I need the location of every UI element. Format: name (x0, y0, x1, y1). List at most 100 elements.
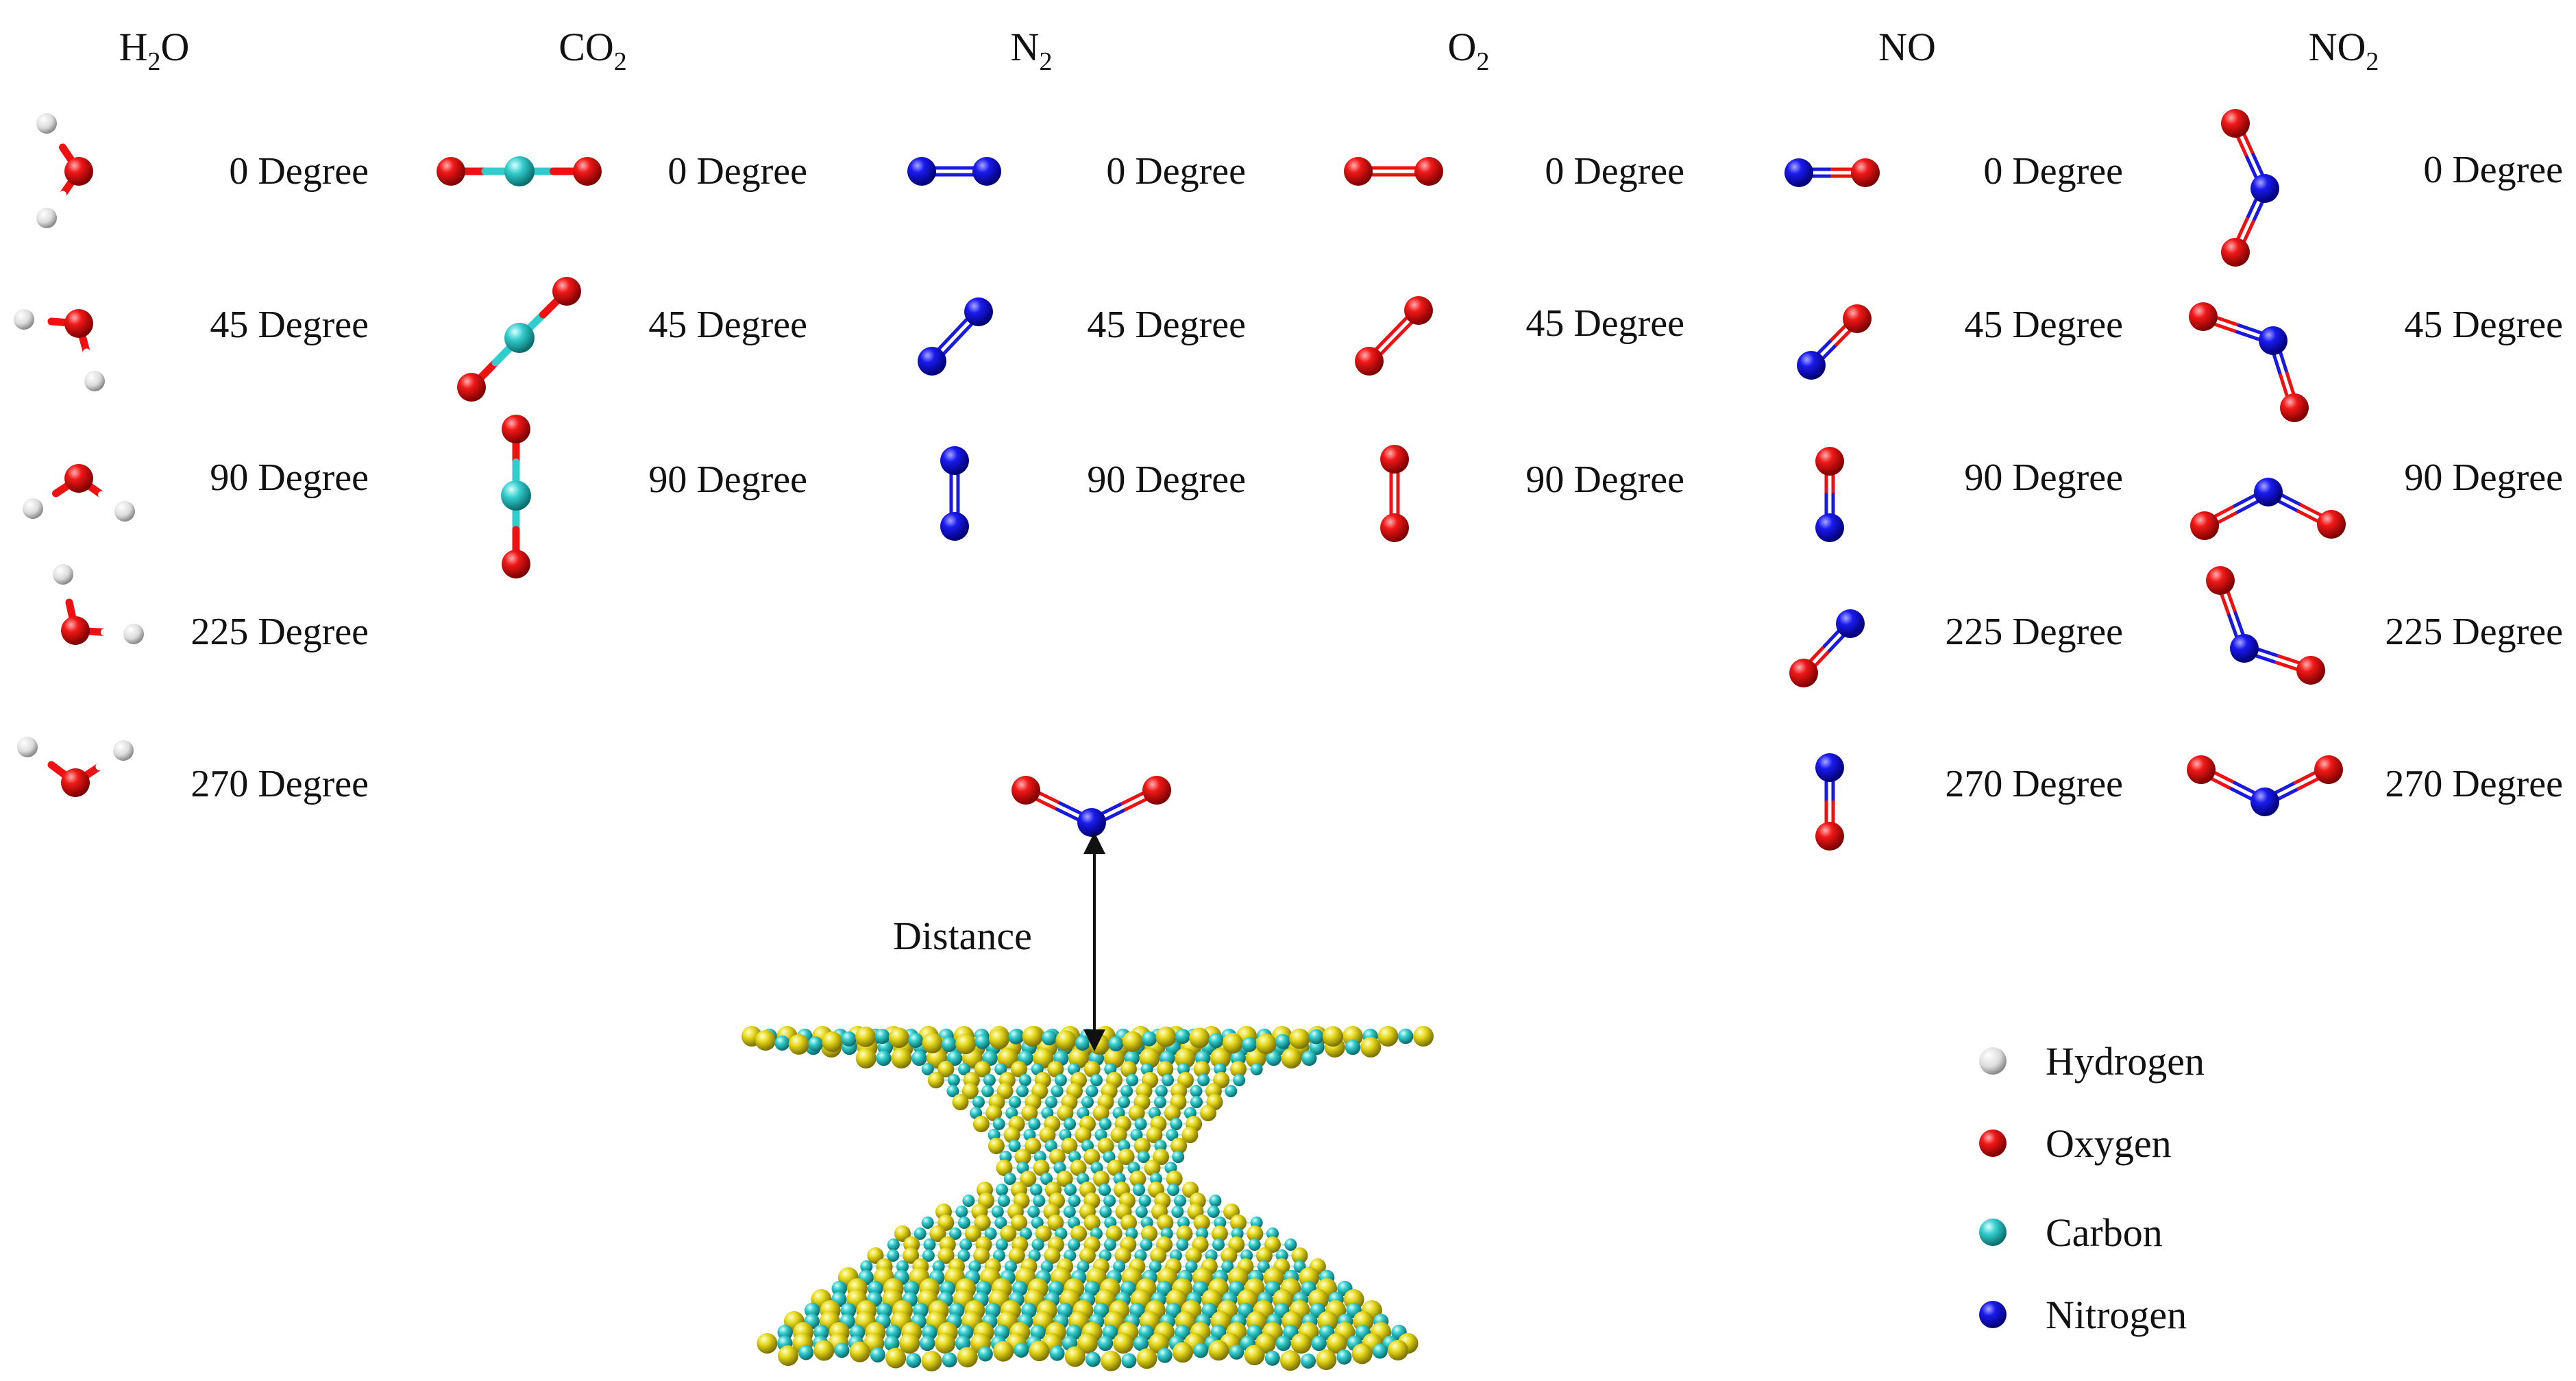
atom-S (961, 1083, 979, 1099)
atom-S (952, 1094, 969, 1110)
atom-C (1008, 1029, 1024, 1044)
atom-H (113, 740, 134, 761)
atom-C (831, 1280, 848, 1297)
molecule-o2-45 (1355, 296, 1433, 376)
atom-S (1211, 1225, 1228, 1242)
label-co2-0: 0 Degree (667, 150, 807, 193)
atom-C (1040, 1173, 1053, 1185)
atom-H (84, 371, 105, 391)
atom-C (1063, 1206, 1076, 1218)
atom-C (1044, 1140, 1057, 1152)
atom-C (798, 1345, 814, 1360)
molecule-h2o-90 (23, 464, 135, 522)
atom-H (123, 624, 144, 644)
label-no-45: 45 Degree (1964, 304, 2123, 346)
atom-O (1355, 347, 1384, 376)
atom-C (908, 1033, 924, 1049)
atom-C (840, 1302, 857, 1319)
atom-O (2187, 755, 2216, 784)
atom-C (1176, 1238, 1189, 1251)
atom-C (1207, 1206, 1220, 1218)
atom-N (964, 297, 993, 326)
atom-C (1197, 1074, 1210, 1086)
atom-C (957, 1249, 970, 1262)
atom-C (1008, 1140, 1021, 1152)
molecule-h2o-0 (36, 113, 93, 228)
atom-S (1413, 1026, 1434, 1047)
atom-C (1045, 1096, 1057, 1108)
atom-S (1057, 1105, 1074, 1121)
atom-S (1022, 1026, 1043, 1047)
atom-S (1185, 1247, 1202, 1264)
atom-C (947, 1074, 960, 1086)
atom-S (1118, 1149, 1135, 1165)
atom-C (1140, 1238, 1153, 1251)
atom-S (935, 1333, 956, 1354)
atom-C (942, 1352, 957, 1368)
molecule-no2-90 (2190, 478, 2346, 540)
atom-S (855, 1048, 876, 1068)
atom-S (1113, 1333, 1133, 1354)
atom-C (1113, 1260, 1126, 1273)
legend-swatch-oxygen (1979, 1129, 2007, 1157)
nanotube-substrate (741, 1026, 1434, 1371)
atom-S (1144, 1160, 1161, 1176)
atom-O (2296, 656, 2325, 685)
molecule-n2-45 (918, 297, 993, 376)
label-h2o-45: 45 Degree (210, 304, 369, 346)
atom-C (1014, 1343, 1029, 1358)
atom-S (1075, 1127, 1092, 1143)
atom-S (1070, 1160, 1087, 1176)
atom-C (504, 156, 535, 186)
atom-S (1107, 1160, 1124, 1176)
atom-C (1150, 1173, 1162, 1185)
atom-C (1248, 1238, 1261, 1251)
atom-H (17, 737, 38, 757)
atom-S (1133, 1138, 1151, 1154)
atom-S (1055, 1030, 1077, 1051)
atom-C (1031, 1238, 1044, 1251)
legend-label-oxygen: Oxygen (2046, 1121, 2172, 1166)
atom-C (1064, 1118, 1077, 1130)
atom-S (788, 1034, 809, 1055)
atom-S (922, 1032, 943, 1053)
atom-S (988, 1028, 1009, 1049)
label-h2o-0: 0 Degree (229, 150, 369, 193)
atom-N (1815, 753, 1844, 782)
atom-S (1343, 1289, 1364, 1310)
atom-H (53, 564, 73, 585)
atom-C (1121, 1353, 1137, 1369)
atom-C (977, 1346, 993, 1362)
atom-C (1266, 1227, 1279, 1240)
atom-S (1291, 1247, 1308, 1264)
atom-S (1101, 1350, 1122, 1371)
atom-C (992, 1118, 1005, 1130)
label-h2o-90: 90 Degree (210, 456, 369, 499)
molecule-models (14, 109, 2346, 851)
label-n2-45: 45 Degree (1087, 304, 1246, 346)
atom-C (996, 1184, 1008, 1196)
header-n2: N2 (1011, 25, 1053, 76)
atom-S (964, 1225, 981, 1242)
molecule-no-225 (1789, 609, 1865, 687)
atom-S (757, 1333, 778, 1354)
atom-O (1851, 158, 1880, 187)
molecule-no2-adsorbed (1011, 776, 1171, 837)
header-no: NO (1878, 25, 1936, 69)
distance-indicator: Distance (893, 832, 1105, 1051)
atom-C (841, 1031, 857, 1047)
atom-C (1171, 1206, 1184, 1218)
atom-O (2206, 566, 2235, 595)
atom-S (855, 1026, 876, 1047)
atom-C (896, 1260, 909, 1273)
atom-C (994, 1063, 1007, 1075)
atom-S (955, 1034, 977, 1055)
atom-C (860, 1260, 873, 1273)
atom-C (1174, 1195, 1186, 1207)
atom-C (1250, 1063, 1263, 1075)
atom-N (972, 157, 1001, 186)
atom-C (1103, 1238, 1116, 1251)
atom-O (502, 415, 530, 443)
atom-S (1220, 1247, 1238, 1264)
atom-C (883, 1335, 900, 1352)
